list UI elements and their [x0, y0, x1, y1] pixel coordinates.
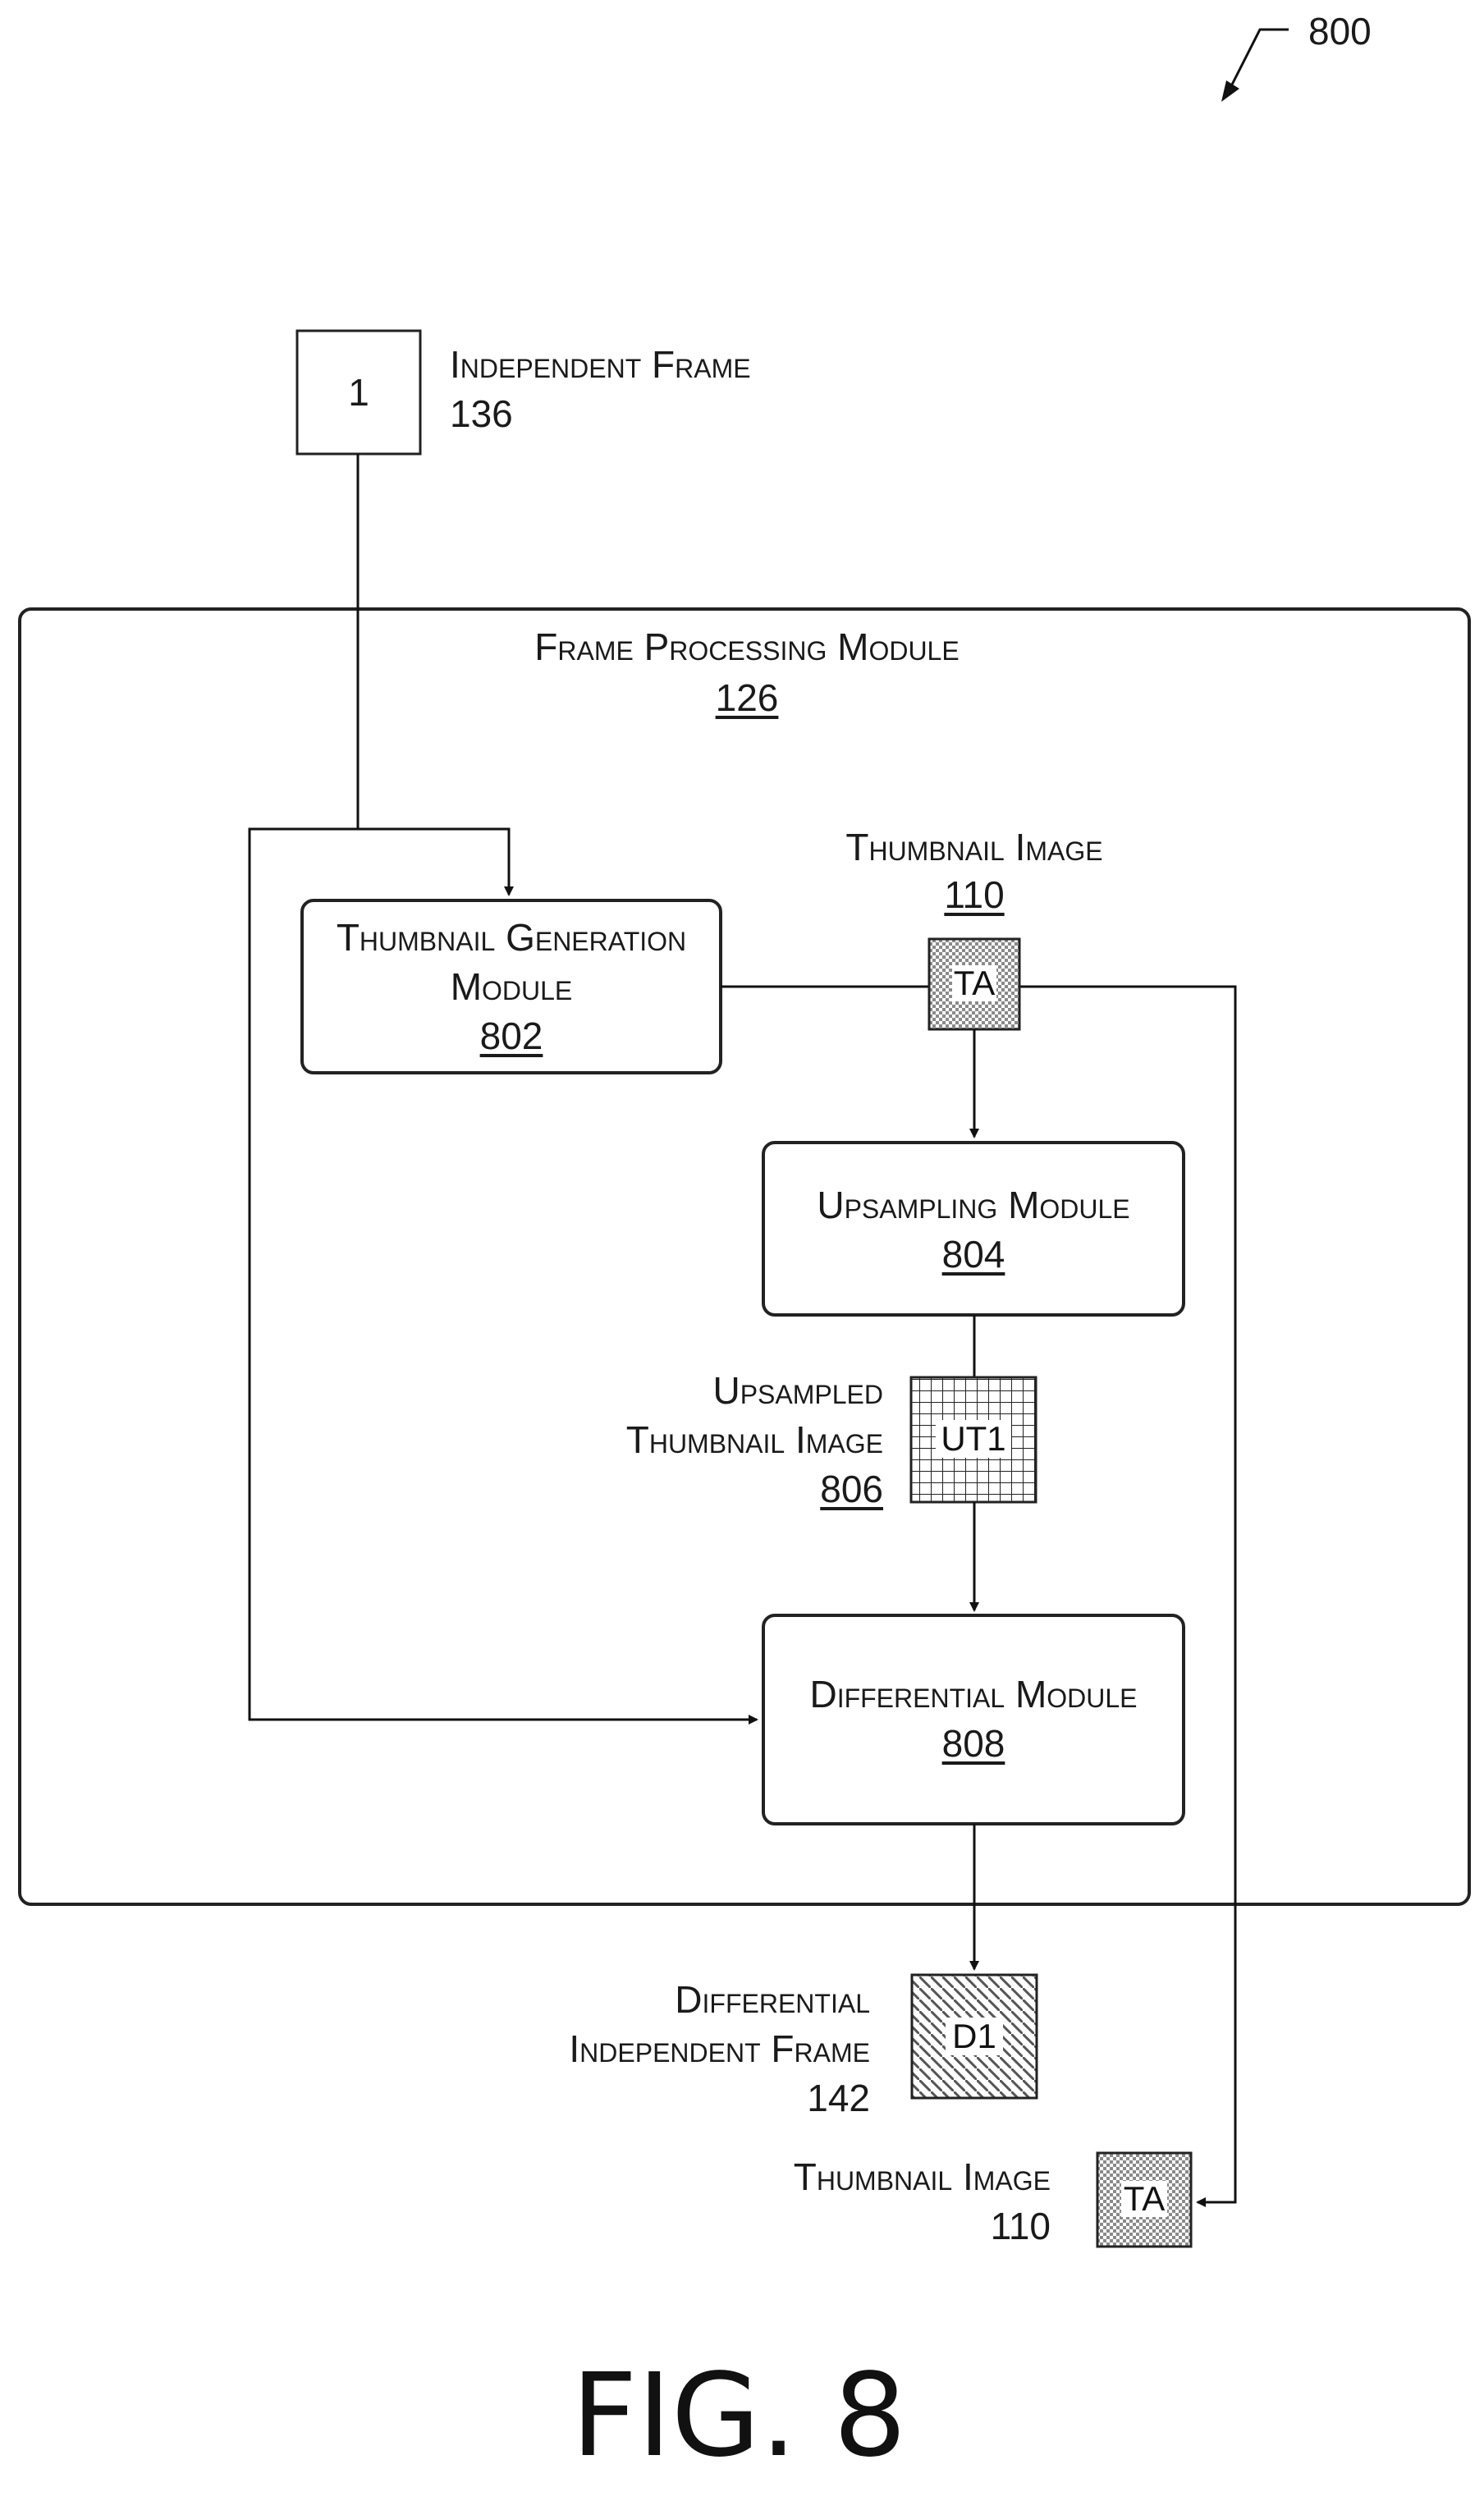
thumbnail-image-top-number: 110: [892, 870, 1056, 919]
thumbnail-image-top-label: Thumbnail Image: [810, 822, 1138, 872]
upsampled-tile-text: UT1: [911, 1418, 1036, 1459]
figure-ref-leader: [1231, 30, 1289, 86]
differential-frame-label-line1: Differential: [460, 1975, 870, 2024]
figure-ref-arrowhead: [1221, 80, 1239, 102]
upsampled-thumbnail-label-line2: Thumbnail Image: [525, 1415, 883, 1464]
connector-to-thumbnail-gen: [358, 829, 509, 895]
independent-frame-box-text: 1: [297, 368, 420, 417]
differential-module-number: 808: [763, 1719, 1184, 1768]
differential-frame-number: 142: [706, 2073, 870, 2123]
thumbnail-image-bottom-number: 110: [886, 2201, 1051, 2251]
frame-processing-module-box: [20, 609, 1469, 1904]
frame-processing-module-number: 126: [665, 673, 829, 722]
differential-module-label: Differential Module: [763, 1670, 1184, 1719]
independent-frame-label: Independent Frame: [450, 340, 751, 389]
thumbnail-tile-top-text: TA: [929, 963, 1019, 1004]
thumbnail-tile-bottom-text: TA: [1097, 2178, 1191, 2219]
upsampling-module-number: 804: [763, 1230, 1184, 1279]
thumbnail-generation-module-label-line1: Thumbnail Generation: [302, 913, 721, 962]
thumbnail-generation-module-label-line2: Module: [302, 962, 721, 1011]
upsampled-thumbnail-number: 806: [719, 1464, 883, 1514]
figure-ref-number: 800: [1308, 7, 1372, 56]
upsampling-module-label: Upsampling Module: [763, 1180, 1184, 1230]
thumbnail-image-bottom-label: Thumbnail Image: [722, 2152, 1051, 2201]
differential-frame-label-line2: Independent Frame: [460, 2024, 870, 2073]
thumbnail-generation-module-number: 802: [302, 1011, 721, 1060]
figure-label: FIG. 8: [571, 2351, 906, 2482]
differential-frame-tile-text: D1: [912, 2016, 1037, 2057]
frame-processing-module-label: Frame Processing Module: [460, 622, 1034, 671]
upsampled-thumbnail-label-line1: Upsampled: [525, 1366, 883, 1415]
independent-frame-number: 136: [450, 389, 513, 438]
